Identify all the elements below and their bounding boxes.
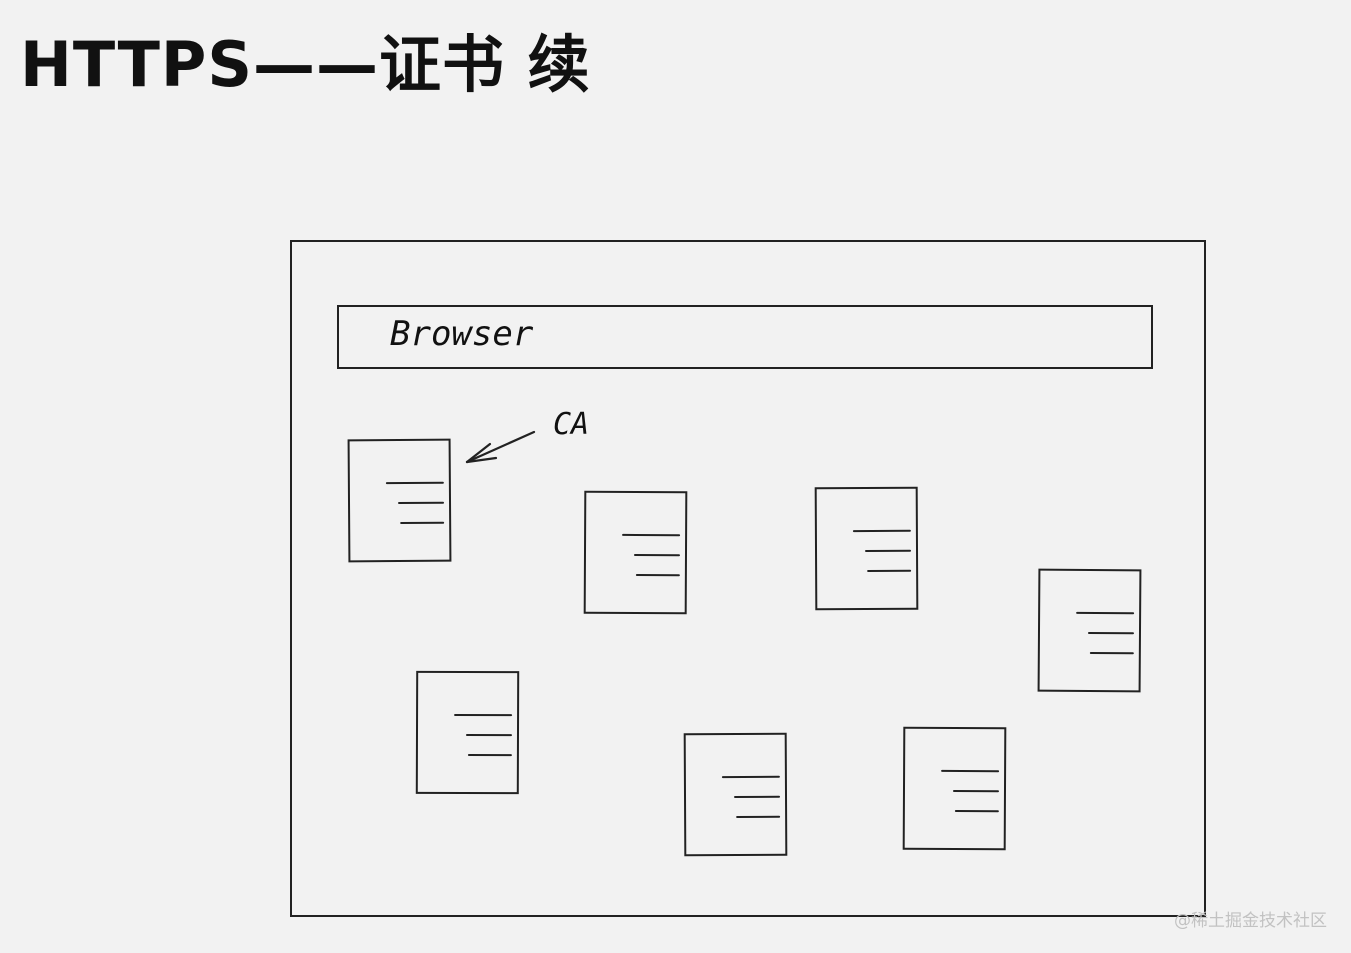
- browser-label: Browser: [390, 314, 534, 354]
- certificate-document-icon: [583, 490, 688, 615]
- text-line: [633, 553, 680, 557]
- page-title: HTTPS——证书 续: [20, 28, 591, 101]
- certificate-document-icon: [814, 486, 919, 611]
- text-line: [865, 549, 912, 553]
- text-line: [1089, 652, 1134, 655]
- certificate-document-icon: [902, 726, 1007, 851]
- text-line: [721, 775, 780, 779]
- browser-window: [290, 240, 1206, 917]
- ca-label: CA: [553, 407, 590, 442]
- text-line: [952, 789, 999, 793]
- certificate-document-icon: [683, 732, 788, 857]
- browser-address-bar: [337, 305, 1153, 369]
- text-line: [736, 815, 781, 818]
- text-line: [398, 501, 445, 505]
- text-line: [954, 810, 999, 813]
- text-line: [1076, 611, 1135, 615]
- text-line: [1087, 631, 1134, 635]
- text-line: [622, 533, 681, 537]
- arrow-icon: [465, 430, 536, 464]
- text-line: [465, 733, 512, 737]
- text-line: [385, 481, 444, 485]
- certificate-document-icon: [415, 670, 520, 795]
- text-line: [635, 574, 680, 577]
- text-line: [852, 529, 911, 533]
- text-line: [734, 795, 781, 799]
- certificate-document-icon: [347, 438, 452, 563]
- text-line: [867, 569, 912, 572]
- certificate-document-icon: [1037, 568, 1142, 693]
- text-line: [941, 769, 1000, 773]
- text-line: [454, 713, 513, 717]
- watermark: @稀土掘金技术社区: [1174, 911, 1327, 931]
- text-line: [400, 521, 445, 524]
- text-line: [467, 754, 512, 757]
